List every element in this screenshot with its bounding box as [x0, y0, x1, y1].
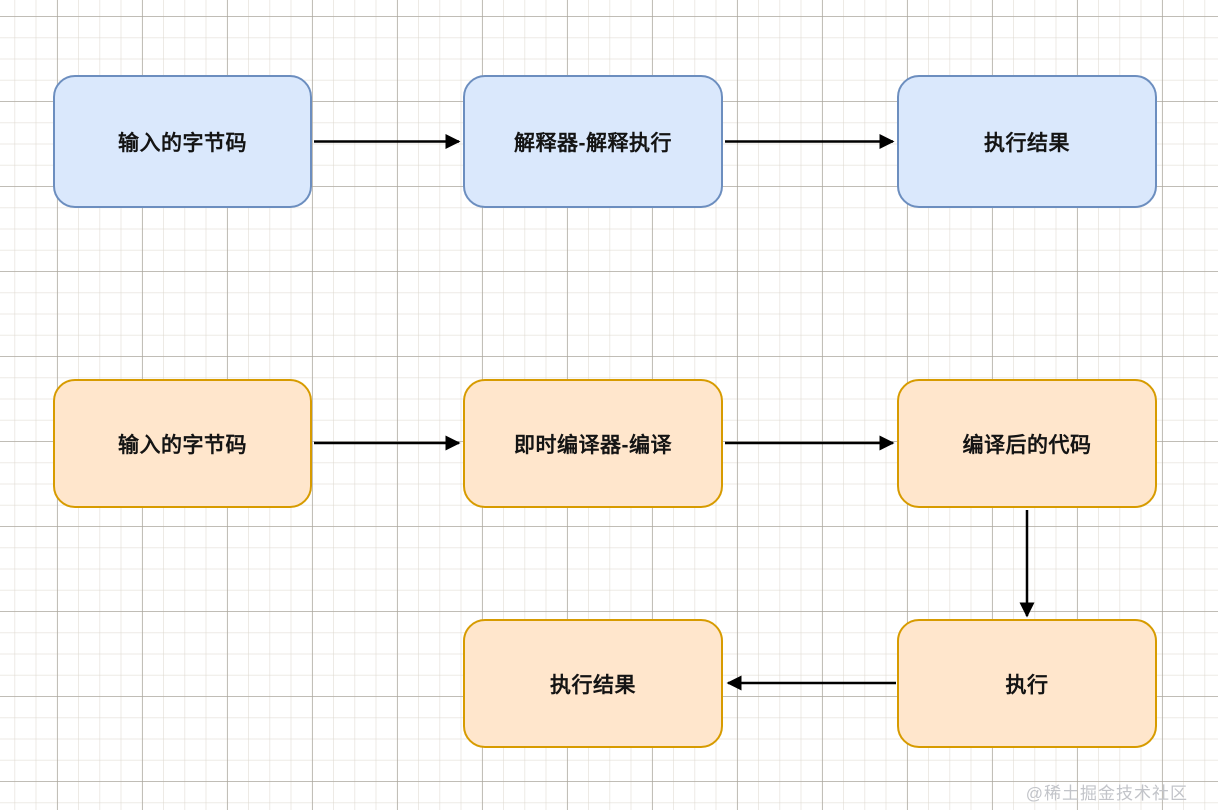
node-label: 执行 [1005, 673, 1049, 697]
node-label: 执行结果 [550, 673, 636, 697]
node-label: 即时编译器-编译 [514, 433, 672, 457]
node-jit-compiler: 即时编译器-编译 [463, 379, 723, 508]
watermark: @稀土掘金技术社区 [1025, 784, 1188, 803]
node-label: 解释器-解释执行 [514, 131, 672, 155]
node-compiled-code: 编译后的代码 [897, 379, 1157, 508]
node-interpreter-input-bytecode: 输入的字节码 [53, 75, 312, 208]
node-label: 执行结果 [984, 131, 1070, 155]
node-label: 编译后的代码 [962, 433, 1092, 457]
node-label: 输入的字节码 [118, 131, 247, 155]
node-interpreter: 解释器-解释执行 [463, 75, 723, 208]
node-interpreter-result: 执行结果 [897, 75, 1157, 208]
node-jit-input-bytecode: 输入的字节码 [53, 379, 312, 508]
node-execute: 执行 [897, 619, 1157, 748]
node-jit-result: 执行结果 [463, 619, 723, 748]
node-label: 输入的字节码 [118, 433, 247, 457]
